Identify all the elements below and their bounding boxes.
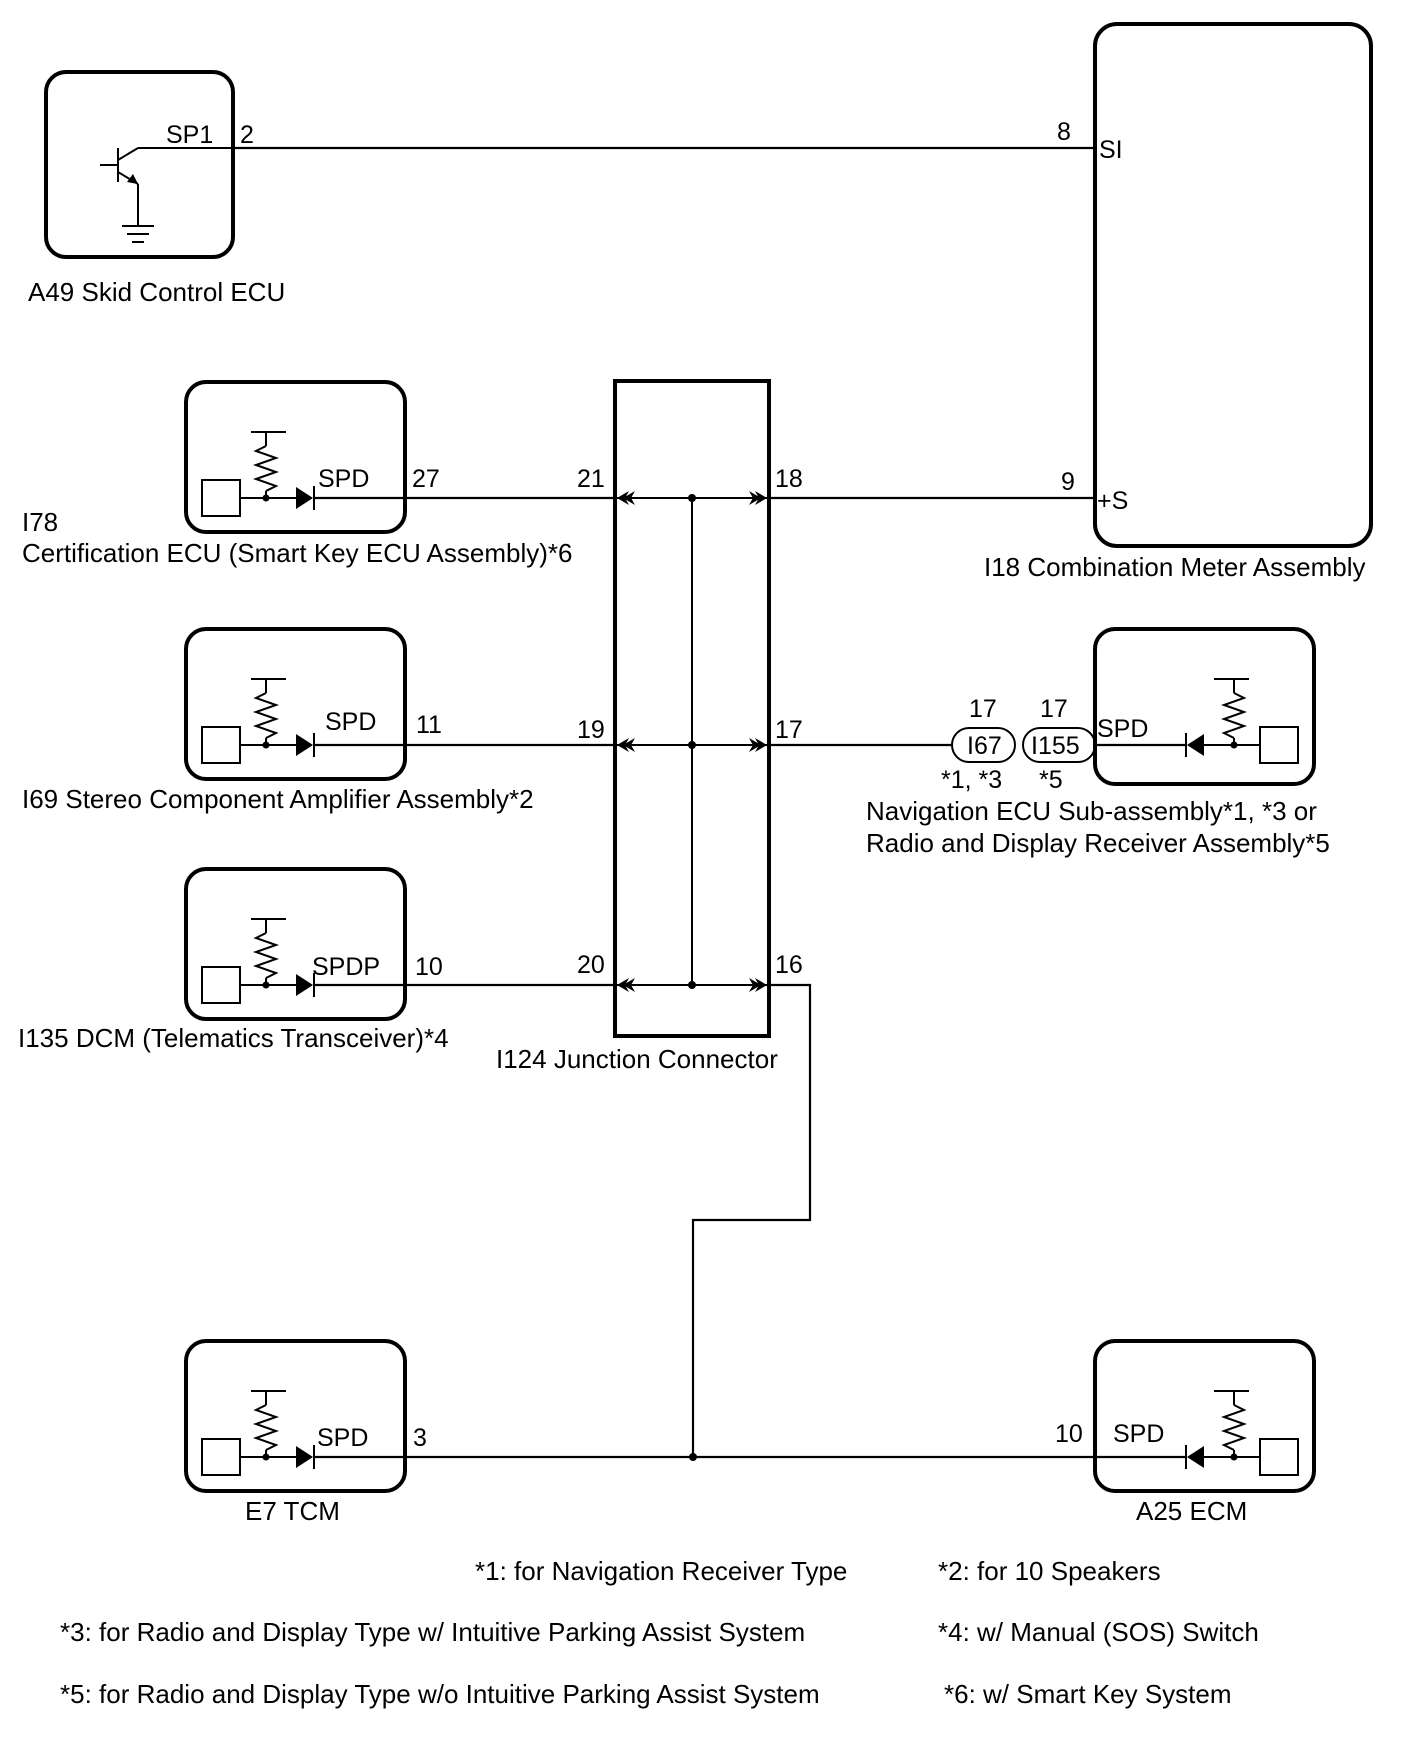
footnote-1: *1: for Navigation Receiver Type: [475, 1556, 847, 1586]
skid-control-ecu-label: A49 Skid Control ECU: [28, 277, 285, 307]
tcm-pin: 3: [413, 1424, 427, 1452]
meter-pin-s: 9: [1061, 468, 1075, 496]
nav-label-line2: Radio and Display Receiver Assembly*5: [866, 828, 1330, 858]
nav-note-b: *5: [1039, 766, 1063, 794]
nav-terminal-name: SPD: [1097, 715, 1148, 743]
footnote-6: *6: w/ Smart Key System: [944, 1679, 1232, 1709]
dcm-label: I135 DCM (Telematics Transceiver)*4: [18, 1023, 449, 1053]
cert-ecu-code: I78: [22, 507, 58, 537]
connector-i155-label: I155: [1031, 732, 1080, 760]
connector-i67-label: I67: [967, 732, 1002, 760]
nav-note-a: *1, *3: [941, 766, 1002, 794]
ecm-terminal-name: SPD: [1113, 1420, 1164, 1448]
cert-terminal-name: SPD: [318, 465, 369, 493]
dcm-telematics: SPDP 10 I135 DCM (Telematics Transceiver…: [18, 867, 449, 1053]
meter-pin-si: 8: [1057, 118, 1071, 146]
footnote-5: *5: for Radio and Display Type w/o Intui…: [60, 1679, 820, 1709]
wire-junction-tcm-ecm: [691, 983, 812, 1457]
junction-pin-19: 19: [577, 716, 605, 744]
ecm-pin: 10: [1055, 1420, 1083, 1448]
footnotes: *1: for Navigation Receiver Type *2: for…: [60, 1556, 1259, 1709]
junction-connector-label: I124 Junction Connector: [496, 1044, 778, 1074]
junction-pin-21: 21: [577, 465, 605, 493]
ecm-label: A25 ECM: [1136, 1496, 1247, 1526]
ground-icon: [122, 225, 154, 243]
tcm: SPD 3 E7 TCM: [184, 1339, 427, 1526]
junction-pin-16: 16: [775, 951, 803, 979]
stereo-pin: 11: [416, 711, 442, 739]
junction-pin-20: 20: [577, 951, 605, 979]
cert-pin: 27: [412, 465, 440, 493]
junction-connector: 21 19 20 18 17 16 I124 Junction Connecto…: [496, 379, 803, 1074]
nav-label-line1: Navigation ECU Sub-assembly*1, *3 or: [866, 796, 1317, 826]
navigation-ecu: SPD I67 I155 17 17 *1, *3 *5 Navigation …: [866, 627, 1330, 858]
meter-terminal-s: +S: [1097, 487, 1128, 515]
ecm: SPD 10 A25 ECM: [1055, 1339, 1316, 1526]
dcm-terminal-name: SPDP: [312, 953, 380, 981]
junction-pin-18: 18: [775, 465, 803, 493]
combination-meter: 8 SI 9 +S I18 Combination Meter Assembly: [984, 22, 1373, 582]
nav-pin-b: 17: [1040, 695, 1068, 723]
footnote-2: *2: for 10 Speakers: [938, 1556, 1161, 1586]
tcm-terminal-name: SPD: [317, 1424, 368, 1452]
skid-terminal-name: SP1: [166, 121, 213, 149]
footnote-4: *4: w/ Manual (SOS) Switch: [938, 1617, 1259, 1647]
footnote-3: *3: for Radio and Display Type w/ Intuit…: [60, 1617, 805, 1647]
tcm-label: E7 TCM: [245, 1496, 340, 1526]
cert-ecu-label: Certification ECU (Smart Key ECU Assembl…: [22, 538, 572, 568]
stereo-amplifier: SPD 11 I69 Stereo Component Amplifier As…: [22, 627, 534, 814]
stereo-terminal-name: SPD: [325, 708, 376, 736]
connector-i155: I155: [1022, 727, 1096, 763]
skid-pin: 2: [240, 121, 254, 149]
dcm-pin: 10: [415, 953, 443, 981]
combination-meter-label: I18 Combination Meter Assembly: [984, 552, 1366, 582]
stereo-amplifier-label: I69 Stereo Component Amplifier Assembly*…: [22, 784, 534, 814]
nav-pin-a: 17: [969, 695, 997, 723]
meter-terminal-si: SI: [1099, 136, 1123, 164]
certification-ecu: SPD 27 I78 Certification ECU (Smart Key …: [22, 380, 572, 568]
connector-i67: I67: [951, 727, 1016, 763]
skid-control-ecu: SP1 2 A49 Skid Control ECU: [28, 70, 285, 307]
transistor-icon: [100, 147, 233, 225]
junction-pin-17: 17: [775, 716, 803, 744]
